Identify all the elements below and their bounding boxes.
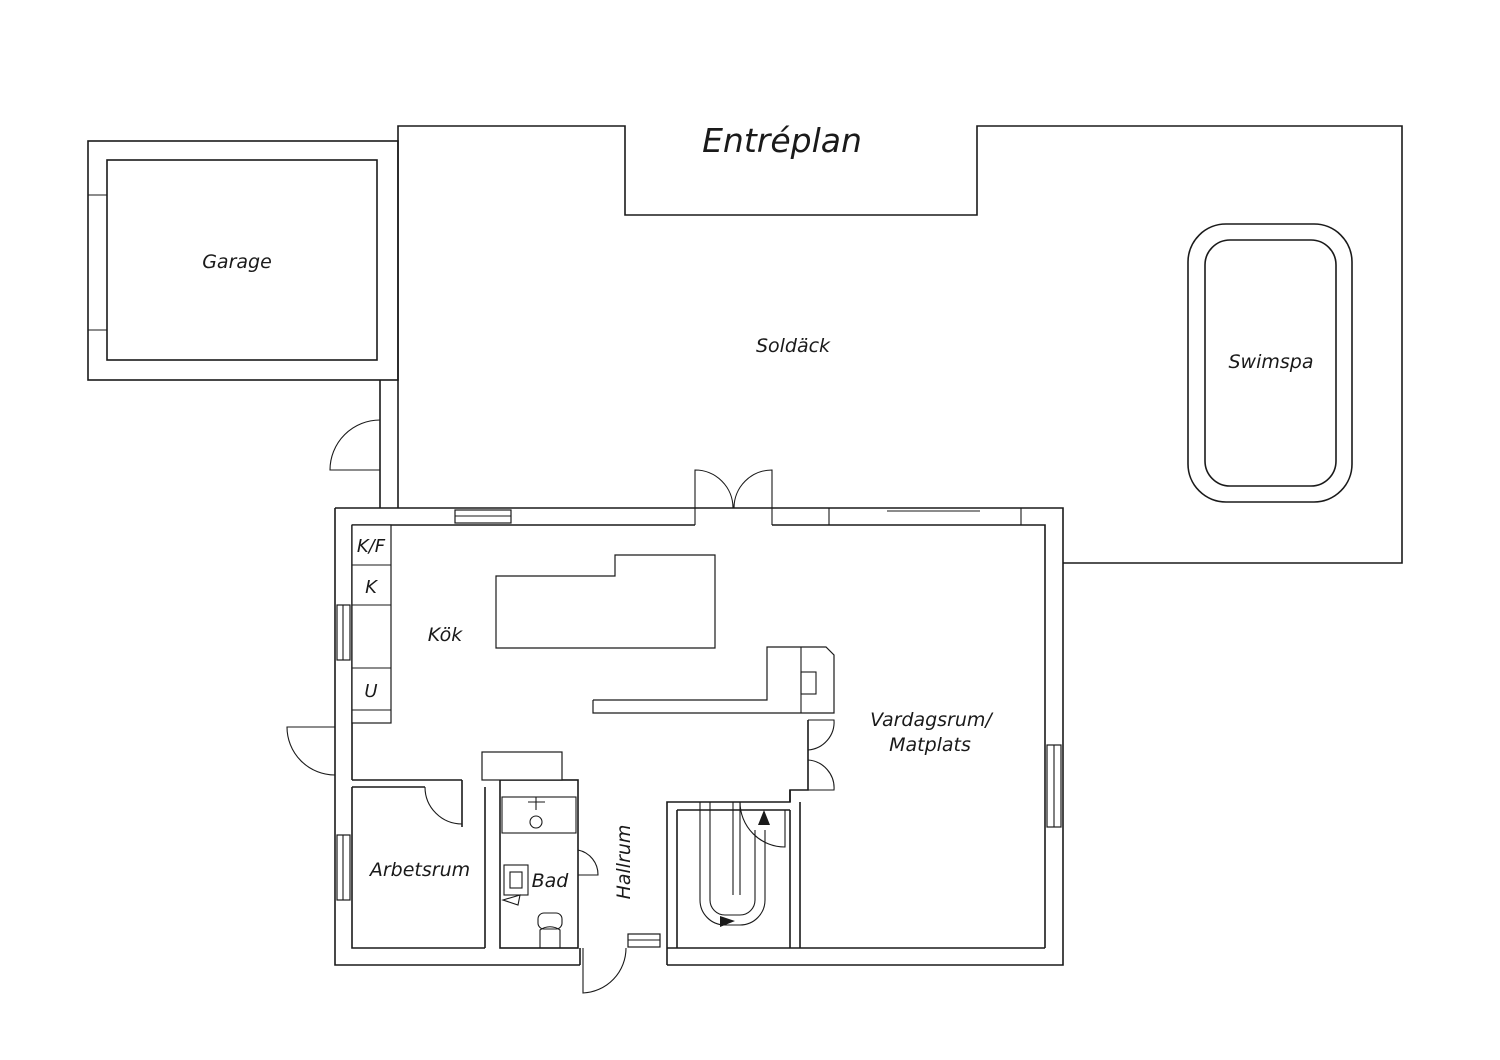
plan-title: Entréplan [702,121,862,160]
patio-door [694,469,773,525]
door-swing [329,419,381,471]
swimspa [1187,223,1353,503]
label-vardagsrum: Vardagsrum/ [870,709,994,731]
house-outer-walls [334,507,1064,966]
kitchen-island [495,554,716,649]
side-door [286,726,336,776]
windows [336,509,1062,948]
label-kf: K/F [357,536,386,557]
label-kok: Kök [428,624,463,646]
front-door [582,947,627,994]
label-u: U [364,681,377,702]
label-swimspa: Swimspa [1229,351,1314,373]
bathroom [481,751,599,949]
living-room-doors [789,719,835,802]
label-k: K [365,577,378,598]
door-swing [424,786,463,825]
arbetsrum [424,780,486,948]
label-matplats: Matplats [889,734,971,756]
garage-passage [329,380,399,508]
staircase [666,720,809,948]
sun-deck [397,125,1403,564]
kitchen [351,524,835,788]
label-soldack: Soldäck [756,335,831,357]
label-hallrum: Hallrum [613,825,635,900]
label-garage: Garage [202,251,272,273]
label-bad: Bad [532,870,570,892]
label-arbetsrum: Arbetsrum [368,859,470,881]
